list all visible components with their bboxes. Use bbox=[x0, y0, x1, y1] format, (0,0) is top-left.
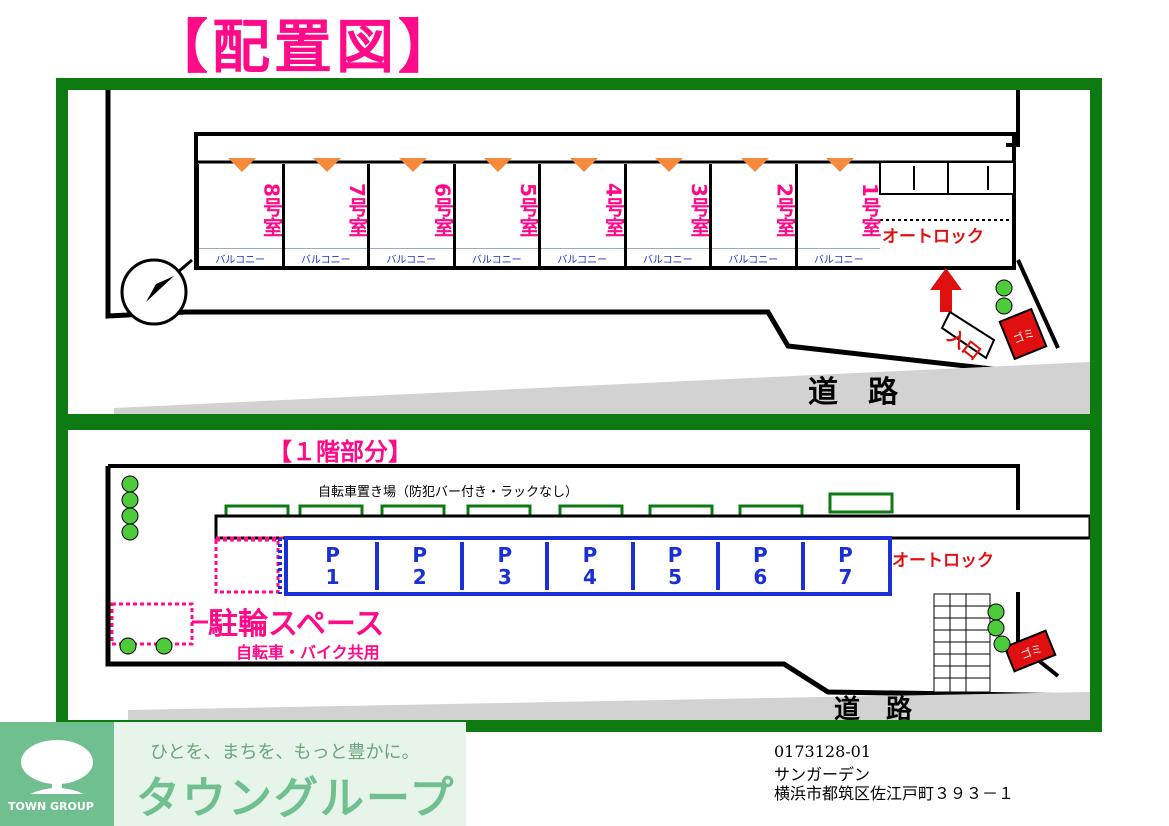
balcony-label: バルコニー bbox=[284, 248, 367, 266]
tree-icon bbox=[21, 740, 93, 794]
brand-logo bbox=[0, 722, 114, 826]
parking-label: P 6 bbox=[752, 543, 768, 589]
upper-autolock-label: オートロック bbox=[882, 227, 984, 247]
parking-label: P 2 bbox=[412, 543, 428, 589]
room-label: 4号室 bbox=[601, 183, 626, 237]
shrubs bbox=[119, 475, 1011, 655]
room-label: 3号室 bbox=[687, 183, 711, 237]
balcony-label: バルコニー bbox=[712, 248, 795, 266]
door-arrow-icon bbox=[740, 158, 769, 172]
parking-space-7: P 7 bbox=[800, 542, 886, 590]
room-label: 7号室 bbox=[345, 183, 369, 237]
bicycle-space-label: 駐輪スペース bbox=[208, 607, 384, 642]
balcony-label: バルコニー bbox=[797, 248, 880, 266]
property-name: サンガーデン bbox=[774, 765, 871, 784]
room-3: 3号室バルコニー bbox=[623, 158, 711, 268]
parking-row: P 1 P 2 P 3 P 4 P 5 P 6 P 7 bbox=[290, 542, 886, 590]
lower-autolock-label: オートロック bbox=[892, 551, 994, 571]
room-label: 6号室 bbox=[430, 183, 455, 237]
balcony-label: バルコニー bbox=[370, 248, 453, 266]
parking-space-2: P 2 bbox=[375, 542, 460, 590]
balcony-label: バルコニー bbox=[455, 248, 538, 266]
property-id: 0173128-01 bbox=[774, 742, 872, 761]
bicycle-space-note: 自転車・バイク共用 bbox=[236, 643, 380, 662]
door-arrow-icon bbox=[826, 158, 855, 172]
balcony-label: バルコニー bbox=[199, 248, 282, 266]
balcony-label: バルコニー bbox=[626, 248, 709, 266]
parking-label: P 5 bbox=[667, 543, 683, 589]
tagline: ひとを、まちを、もっと豊かに。 bbox=[150, 742, 420, 763]
brand-name: タウングループ bbox=[136, 773, 456, 824]
parking-space-6: P 6 bbox=[715, 542, 801, 590]
door-arrow-icon bbox=[484, 158, 513, 172]
door-arrow-icon bbox=[655, 158, 684, 172]
room-label: 1号室 bbox=[858, 183, 882, 237]
room-6: 6号室バルコニー bbox=[367, 158, 455, 268]
parking-space-3: P 3 bbox=[460, 542, 545, 590]
brand-band bbox=[114, 722, 466, 826]
parking-label: P 7 bbox=[838, 543, 853, 589]
page-title: 【配置図】 bbox=[150, 13, 461, 81]
door-arrow-icon bbox=[227, 158, 256, 172]
lower-road-label: 道 路 bbox=[834, 694, 913, 720]
bike-storage-label: 自転車置き場（防犯バー付き・ラックなし） bbox=[318, 484, 578, 500]
floor-label: 【１階部分】 bbox=[268, 438, 412, 466]
brand-name-en: TOWN GROUP bbox=[8, 800, 94, 813]
property-address: 横浜市都筑区佐江戸町３９３－１ bbox=[774, 784, 1015, 803]
door-arrow-icon bbox=[569, 158, 598, 172]
room-5: 5号室バルコニー bbox=[452, 158, 540, 268]
room-8: 8号室バルコニー bbox=[196, 158, 284, 268]
parking-label: P 1 bbox=[325, 543, 340, 589]
door-arrow-icon bbox=[398, 158, 427, 172]
parking-space-1: P 1 bbox=[290, 542, 375, 590]
ground-floor-plan: 【１階部分】 道 路 自転車置き場（防犯バー付き・ラックなし） オートロック bbox=[56, 418, 1102, 732]
door-arrow-icon bbox=[313, 158, 342, 172]
room-4: 4号室バルコニー bbox=[538, 158, 626, 268]
lower-plan-drawing: 【１階部分】 道 路 自転車置き場（防犯バー付き・ラックなし） オートロック bbox=[105, 438, 1092, 725]
room-1: 1号室バルコニー bbox=[794, 158, 882, 268]
parking-space-5: P 5 bbox=[630, 542, 716, 590]
room-label: 5号室 bbox=[516, 183, 540, 237]
room-label: 2号室 bbox=[772, 183, 797, 237]
parking-label: P 3 bbox=[497, 543, 513, 589]
room-2: 2号室バルコニー bbox=[709, 158, 797, 268]
upper-road-label: 道 路 bbox=[808, 375, 899, 410]
parking-label: P 4 bbox=[582, 543, 598, 589]
room-7: 7号室バルコニー bbox=[281, 158, 369, 268]
upper-plan-drawing: 道 路 オートロック 入口 ゴミ bbox=[105, 90, 1091, 414]
entrance-arrow-icon bbox=[930, 268, 962, 312]
balcony-label: バルコニー bbox=[541, 248, 624, 266]
room-label: 8号室 bbox=[259, 183, 284, 237]
parking-space-4: P 4 bbox=[545, 542, 630, 590]
